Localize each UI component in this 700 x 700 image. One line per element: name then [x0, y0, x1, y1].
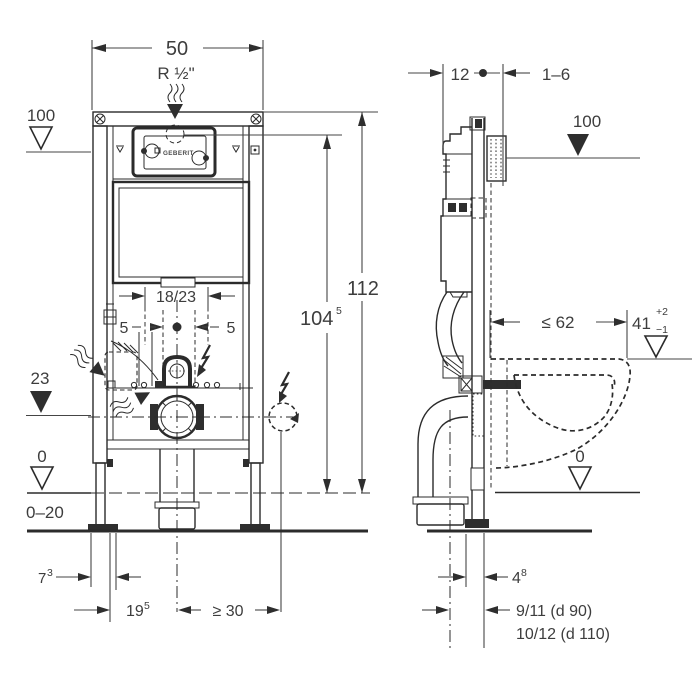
dim-label-min30: ≥ 30 — [212, 603, 243, 620]
level-label: 0 — [37, 447, 46, 466]
level-label: 0 — [575, 447, 584, 466]
floor-range-label: 0–20 — [26, 503, 64, 522]
level-0-right: 0 — [567, 447, 593, 491]
dim-19-5-and-30: 19 5 ≥ 30 — [74, 600, 280, 620]
dim-18-23: 18/23 — [119, 287, 235, 345]
level-label: 100 — [573, 112, 601, 131]
side-rail — [465, 116, 489, 528]
dim-sup: 5 — [336, 305, 342, 317]
dim-label-12: 12 — [451, 65, 470, 84]
dim-label-62: ≤ 62 — [542, 313, 575, 332]
level-label: 23 — [31, 369, 50, 388]
dim-label-48: 4 — [512, 570, 521, 587]
dim-41: 41 +2 −1 — [627, 306, 692, 360]
vent-mark-icon — [232, 145, 240, 153]
front-view: GEBERIT — [70, 111, 299, 612]
dim-label-width: 50 — [166, 38, 188, 60]
electrical-bolt-icon — [197, 344, 211, 377]
dim-label-195: 19 — [126, 603, 144, 620]
service-area — [104, 310, 253, 391]
bolt-arrow-icon — [279, 391, 287, 403]
open-level-marker-icon — [643, 335, 669, 359]
level-0-left: 0 — [29, 447, 55, 491]
level-label: 100 — [27, 106, 55, 125]
wc-bowl-outline — [491, 358, 632, 469]
dim-width-50: 50 — [91, 38, 264, 110]
flush-unit-box: GEBERIT — [116, 124, 260, 178]
screw-icon — [250, 113, 262, 125]
dim-label-1045: 104 — [300, 308, 333, 330]
filled-level-marker-icon — [30, 391, 52, 413]
reference-dot-marker — [479, 69, 487, 77]
dim-label-5-left: 5 — [120, 320, 129, 337]
outlet-housing — [162, 354, 192, 387]
dim-sup: 8 — [521, 567, 527, 579]
filled-level-marker-icon — [567, 134, 589, 156]
dim-7-3: 7 3 — [38, 567, 141, 587]
dim-62: ≤ 62 — [489, 310, 628, 358]
open-level-marker-icon — [567, 466, 593, 491]
power-outlet-marker — [268, 371, 299, 612]
flex-arrow-icon — [109, 392, 151, 418]
dim-112: 112 — [263, 111, 384, 493]
open-level-marker-icon — [28, 126, 54, 151]
wc-fixing-rod — [483, 380, 521, 389]
dim-label-1823: 18/23 — [156, 289, 196, 306]
access-opening — [111, 180, 251, 288]
cistern-profile — [440, 126, 487, 298]
dim-label-73: 7 — [38, 570, 46, 587]
screw-icon — [94, 113, 106, 125]
dim-5-5: 5 5 — [120, 320, 236, 337]
dim-label-wall: 1–6 — [542, 65, 570, 84]
dim-label-5-right: 5 — [227, 320, 236, 337]
dim-sup: 5 — [144, 600, 150, 612]
floor-lines — [27, 491, 640, 648]
vent-mark-icon — [116, 145, 124, 153]
center-dot-marker — [172, 322, 182, 332]
flex-arrow-icon — [70, 344, 105, 376]
level-100-left: 100 — [26, 106, 91, 153]
supply-squiggle-icon — [167, 83, 185, 119]
lower-duct — [106, 439, 250, 530]
open-level-marker-icon — [29, 466, 55, 491]
dim-sup: +2 — [656, 306, 668, 318]
dim-drain-distance: 9/11 (d 90) 10/12 (d 110) — [422, 603, 610, 643]
dim-104-5: 104 5 — [184, 134, 354, 493]
water-connection-icon — [165, 124, 185, 144]
side-view — [412, 116, 632, 650]
dim-sup: 3 — [47, 567, 53, 579]
dim-label-112: 112 — [347, 278, 379, 300]
dim-label-41: 41 — [632, 314, 651, 333]
dim-label-d90: 9/11 (d 90) — [516, 603, 592, 620]
dim-label-d110: 10/12 (d 110) — [516, 626, 610, 643]
water-supply-callout: R ½" — [157, 64, 195, 119]
water-supply-label: R ½" — [157, 64, 194, 83]
dim-sub: −1 — [656, 324, 668, 336]
dim-12-and-1-6: 12 1–6 — [408, 64, 570, 186]
brand-logo: GEBERIT — [163, 150, 194, 157]
level-100-right: 100 — [506, 112, 640, 159]
flush-pipe — [435, 291, 521, 437]
dim-4-8: 4 8 — [438, 567, 527, 587]
level-23: 23 — [26, 369, 91, 417]
